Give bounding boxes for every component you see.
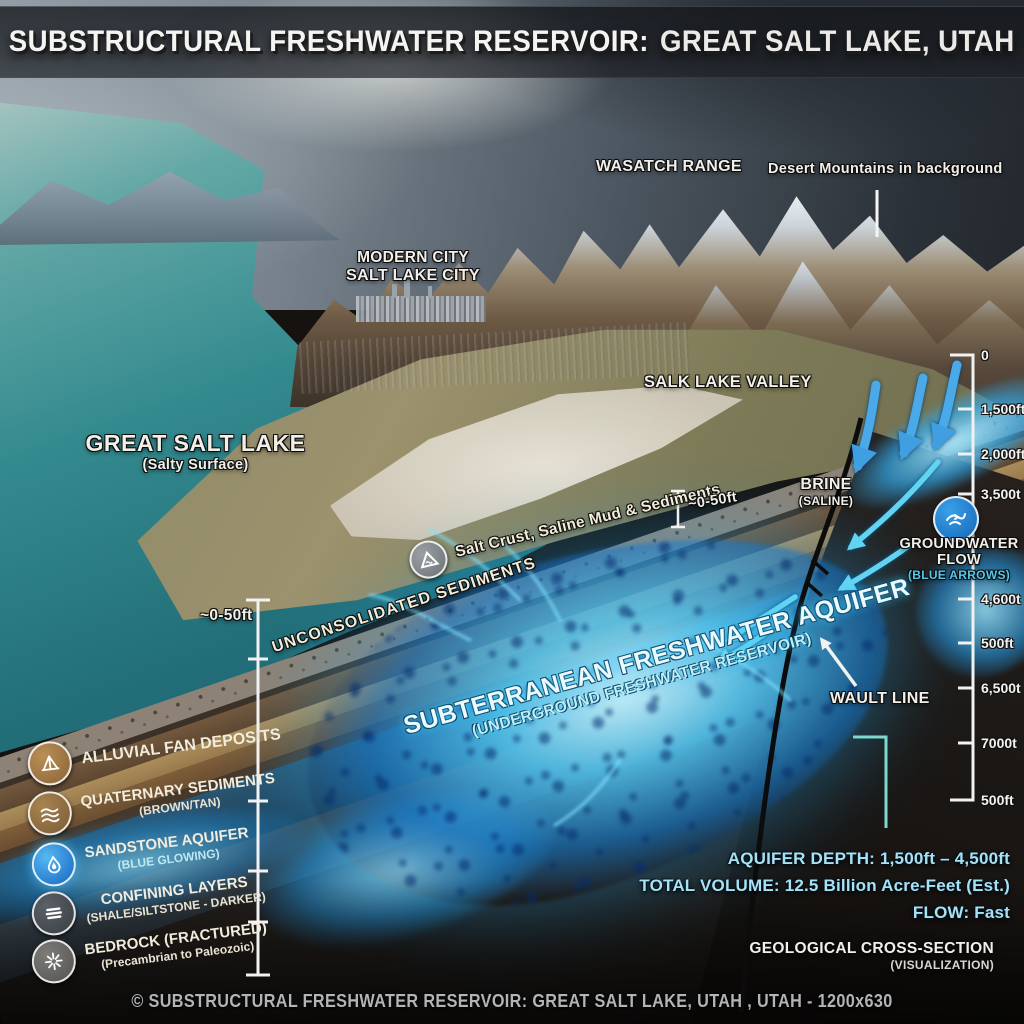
depth-tick: 500ft [981, 792, 1014, 808]
title-main: SUBSTRUCTURAL FRESHWATER RESERVOIR: [9, 25, 650, 58]
fracture-icon [29, 936, 79, 986]
city-tower [404, 280, 410, 298]
label-lake-depth: ~0-50ft [200, 607, 253, 624]
label-salt-lake-valley: SALK LAKE VALLEY [644, 373, 812, 391]
sediment-layers-icon [25, 788, 75, 838]
legend-item-alluvial: ALLUVIAL FAN DEPOSITS [25, 713, 283, 788]
caption-line2: (VISUALIZATION) [890, 958, 994, 972]
depth-tick: 7000t [981, 735, 1017, 751]
label-modern-city: MODERN CITY SALT LAKE CITY [328, 249, 498, 285]
label-great-salt-lake: GREAT SALT LAKE (Salty Surface) [83, 430, 308, 473]
label-brine: BRINE (SALINE) [790, 476, 862, 508]
groundwater-arrows-aquifer [714, 459, 941, 665]
depth-scale-line [950, 353, 975, 802]
label-groundwater-line1: GROUNDWATER [899, 536, 1019, 552]
city-tower [392, 284, 397, 298]
label-modern-city-line1: MODERN CITY [357, 249, 469, 266]
depth-tick: 4,600t [981, 591, 1021, 607]
legend-item-quaternary: QUATERNARY SEDIMENTS (BROWN/TAN) [25, 764, 278, 838]
label-wasatch-range: WASATCH RANGE [596, 158, 742, 175]
label-great-salt-lake-sub: (Salty Surface) [142, 457, 249, 473]
stat-depth: AQUIFER DEPTH: 1,500ft – 4,500ft [727, 849, 1010, 868]
depth-tick: 0 [981, 347, 989, 363]
legend-item-sandstone: SANDSTONE AQUIFER (BLUE GLOWING) [29, 818, 252, 889]
stat-volume: TOTAL VOLUME: 12.5 Billion Acre-Feet (Es… [639, 876, 1010, 895]
depth-tick: 500ft [981, 635, 1014, 651]
aquifer-tendrils [368, 528, 792, 827]
stat-flow: FLOW: Fast [912, 903, 1010, 922]
water-drop-icon [29, 839, 79, 889]
depth-tick: 3,500t [981, 486, 1021, 502]
title-bar: SUBSTRUCTURAL FRESHWATER RESERVOIR: GREAT… [0, 6, 1024, 78]
fault-pointer-arrow [819, 637, 858, 688]
city-tower [428, 286, 432, 298]
city-skyline [356, 296, 486, 322]
label-brine-sub: (SALINE) [798, 494, 854, 508]
label-brine-name: BRINE [800, 476, 852, 493]
aquifer-stats: AQUIFER DEPTH: 1,500ft – 4,500ft TOTAL V… [639, 845, 1010, 926]
salt-crust-icon [405, 536, 452, 583]
label-salt-crust-row: Salt Crust, Saline Mud & Sediments [405, 471, 725, 583]
depth-tick: 2,000ft [981, 446, 1024, 462]
fault-line [738, 417, 864, 1013]
cross-section-caption: GEOLOGICAL CROSS-SECTION (VISUALIZATION) [749, 940, 994, 972]
title-location: GREAT SALT LAKE, UTAH [660, 25, 1015, 58]
footer-credit: © SUBSTRUCTURAL FRESHWATER RESERVOIR: GR… [131, 991, 893, 1011]
label-great-salt-lake-name: GREAT SALT LAKE [85, 430, 306, 456]
depth-tick: 6,500t [981, 680, 1021, 696]
legend-item-confining: CONFINING LAYERS (SHALE/SILTSTONE - DARK… [29, 866, 267, 938]
bottom-vignette [0, 880, 1024, 1024]
label-desert-mountains: Desert Mountains in background [768, 161, 1003, 177]
depth-tick: 1,500ft [981, 401, 1024, 417]
left-measure-line [246, 598, 270, 977]
stats-bracket [853, 735, 888, 828]
salt-crust-measure [671, 489, 685, 529]
label-groundwater-sub: (BLUE ARROWS) [907, 568, 1011, 582]
label-groundwater-line2: FLOW [937, 552, 981, 568]
alluvial-fan-icon [25, 738, 75, 788]
label-groundwater-flow: GROUNDWATER FLOW (BLUE ARROWS) [896, 536, 1022, 582]
page-title: SUBSTRUCTURAL FRESHWATER RESERVOIR: GREAT… [9, 25, 1015, 59]
label-fault-line: WAULT LINE [830, 690, 930, 707]
groundwater-flow-icon [933, 496, 979, 542]
groundwater-arrows-recharge [851, 360, 962, 474]
caption-line1: GEOLOGICAL CROSS-SECTION [749, 940, 994, 957]
shale-layers-icon [29, 888, 79, 938]
label-modern-city-line2: SALT LAKE CITY [346, 267, 480, 284]
legend-item-bedrock: BEDROCK (FRACTURED) (Precambrian to Pale… [29, 913, 270, 986]
